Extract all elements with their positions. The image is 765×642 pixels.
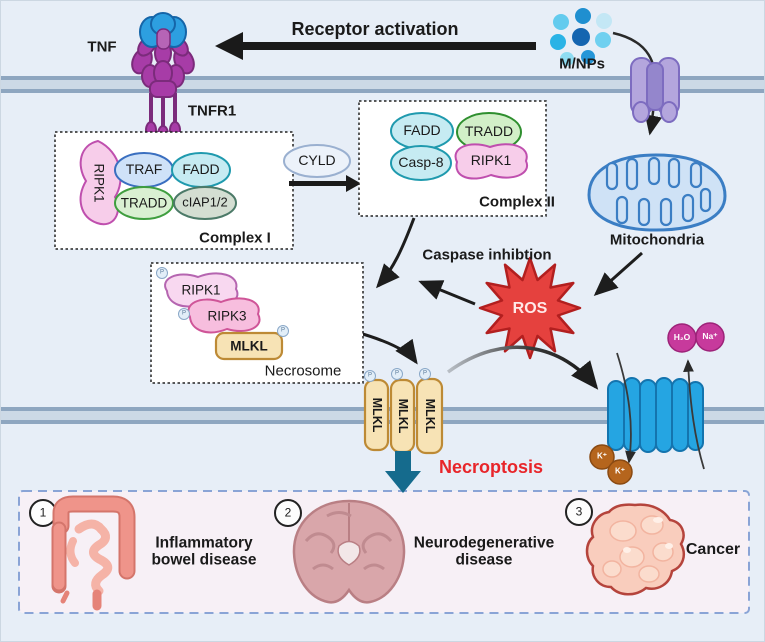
necrosome-box	[150, 262, 364, 384]
complex1-tradd-label: TRADD	[120, 195, 168, 211]
na-label: Na⁺	[702, 331, 718, 342]
mitochondria-label: Mitochondria	[609, 231, 705, 249]
disease-label-neuro: Neurodegenerative disease	[413, 534, 555, 569]
necrosome-title: Necrosome	[264, 362, 342, 380]
necroptosis-arrow	[385, 451, 421, 493]
mitochondria-to-ros-arrow	[593, 251, 643, 296]
transporter-icon	[630, 57, 680, 123]
ripk1-protein	[164, 272, 239, 308]
disease-label-ibd: Inflammatory bowel disease	[151, 534, 257, 569]
complex2-to-necrosome-arrow	[376, 217, 416, 289]
brain-icon	[292, 499, 406, 604]
mlkl-protein	[214, 331, 284, 361]
necrosome-to-mlkl-arrow	[355, 330, 418, 365]
ripk3-protein	[187, 297, 261, 334]
complex1-ciap-label: cIAP1/2	[182, 194, 228, 210]
complex1-ripk1-label: RIPK1	[91, 163, 107, 203]
ros-label: ROS	[512, 300, 548, 318]
k-efflux-arrow	[616, 352, 636, 464]
cyld-enzyme	[283, 144, 361, 192]
phosphate-label: P	[159, 269, 165, 276]
h2o-label: H₂O	[673, 332, 691, 343]
tnfr1-label: TNFR1	[187, 102, 237, 120]
ros-to-necrosome-arrow	[418, 280, 476, 306]
phosphate-label: P	[280, 327, 286, 334]
phosphate-label: P	[394, 370, 400, 377]
disease-number-circles	[29, 498, 593, 527]
ros-burst-icon	[478, 256, 582, 360]
phosphate-label: P	[181, 310, 187, 317]
mitochondria-icon	[587, 153, 727, 232]
necrosome-ripk1-label: RIPK1	[181, 282, 221, 298]
cyld-label: CYLD	[298, 152, 336, 169]
phosphate-label: P	[367, 372, 373, 379]
complex1-title: Complex I	[199, 229, 271, 247]
phosphate-label: P	[422, 370, 428, 377]
k-label: K⁺	[597, 451, 607, 461]
pore-mlkl-label: MLKL	[370, 397, 384, 433]
necrosome-ripk3-label: RIPK3	[207, 308, 247, 324]
pore-mlkl-label: MLKL	[423, 398, 437, 434]
k-label: K⁺	[615, 466, 625, 476]
receptor-activation-label: Receptor activation	[291, 18, 459, 39]
water-influx-arrow	[683, 359, 705, 470]
disease-number: 3	[575, 504, 583, 519]
tnf-label: TNF	[87, 38, 117, 56]
mlkl-to-channel-arrow	[446, 345, 599, 390]
cell-membrane-top	[1, 76, 764, 93]
disease-number: 1	[39, 505, 47, 520]
complex2-tradd-label: TRADD	[464, 123, 514, 140]
complex1-box	[54, 131, 294, 250]
ripk1-protein	[454, 143, 529, 180]
signal-arrows	[355, 217, 643, 390]
mlkl-pore-icon	[363, 368, 444, 455]
na-ion	[695, 322, 725, 352]
casp8-protein	[390, 145, 452, 181]
necroptosis-label: Necroptosis	[438, 456, 544, 477]
complex2-casp8-label: Casp-8	[398, 154, 444, 171]
k-ion	[589, 444, 615, 470]
complex2-box	[358, 100, 547, 217]
caspase-inhibition-label: Caspase inhibtion	[422, 246, 552, 264]
complex1-fadd-label: FADD	[182, 161, 220, 178]
ion-circles	[589, 322, 725, 485]
complex2-fadd-label: FADD	[403, 122, 441, 139]
disease-number: 2	[284, 505, 292, 520]
disease-label-cancer: Cancer	[685, 541, 741, 559]
necrosome-mlkl-label: MLKL	[230, 338, 268, 354]
ciap-protein	[173, 186, 237, 220]
complex1-traf-label: TRAF	[125, 161, 163, 178]
ion-channel-icon	[607, 377, 704, 453]
mnp-particles-icon	[550, 8, 612, 66]
ion-flux-arrows	[616, 352, 705, 470]
complex2-ripk1-label: RIPK1	[470, 152, 512, 169]
intestine-icon	[51, 495, 136, 611]
k-ion	[607, 459, 633, 485]
receptor-activation-arrow	[215, 32, 536, 60]
mnps-label: M/NPs	[559, 55, 605, 73]
tumor-icon	[585, 503, 685, 596]
complex2-title: Complex II	[479, 193, 555, 211]
pore-mlkl-label: MLKL	[396, 398, 410, 434]
